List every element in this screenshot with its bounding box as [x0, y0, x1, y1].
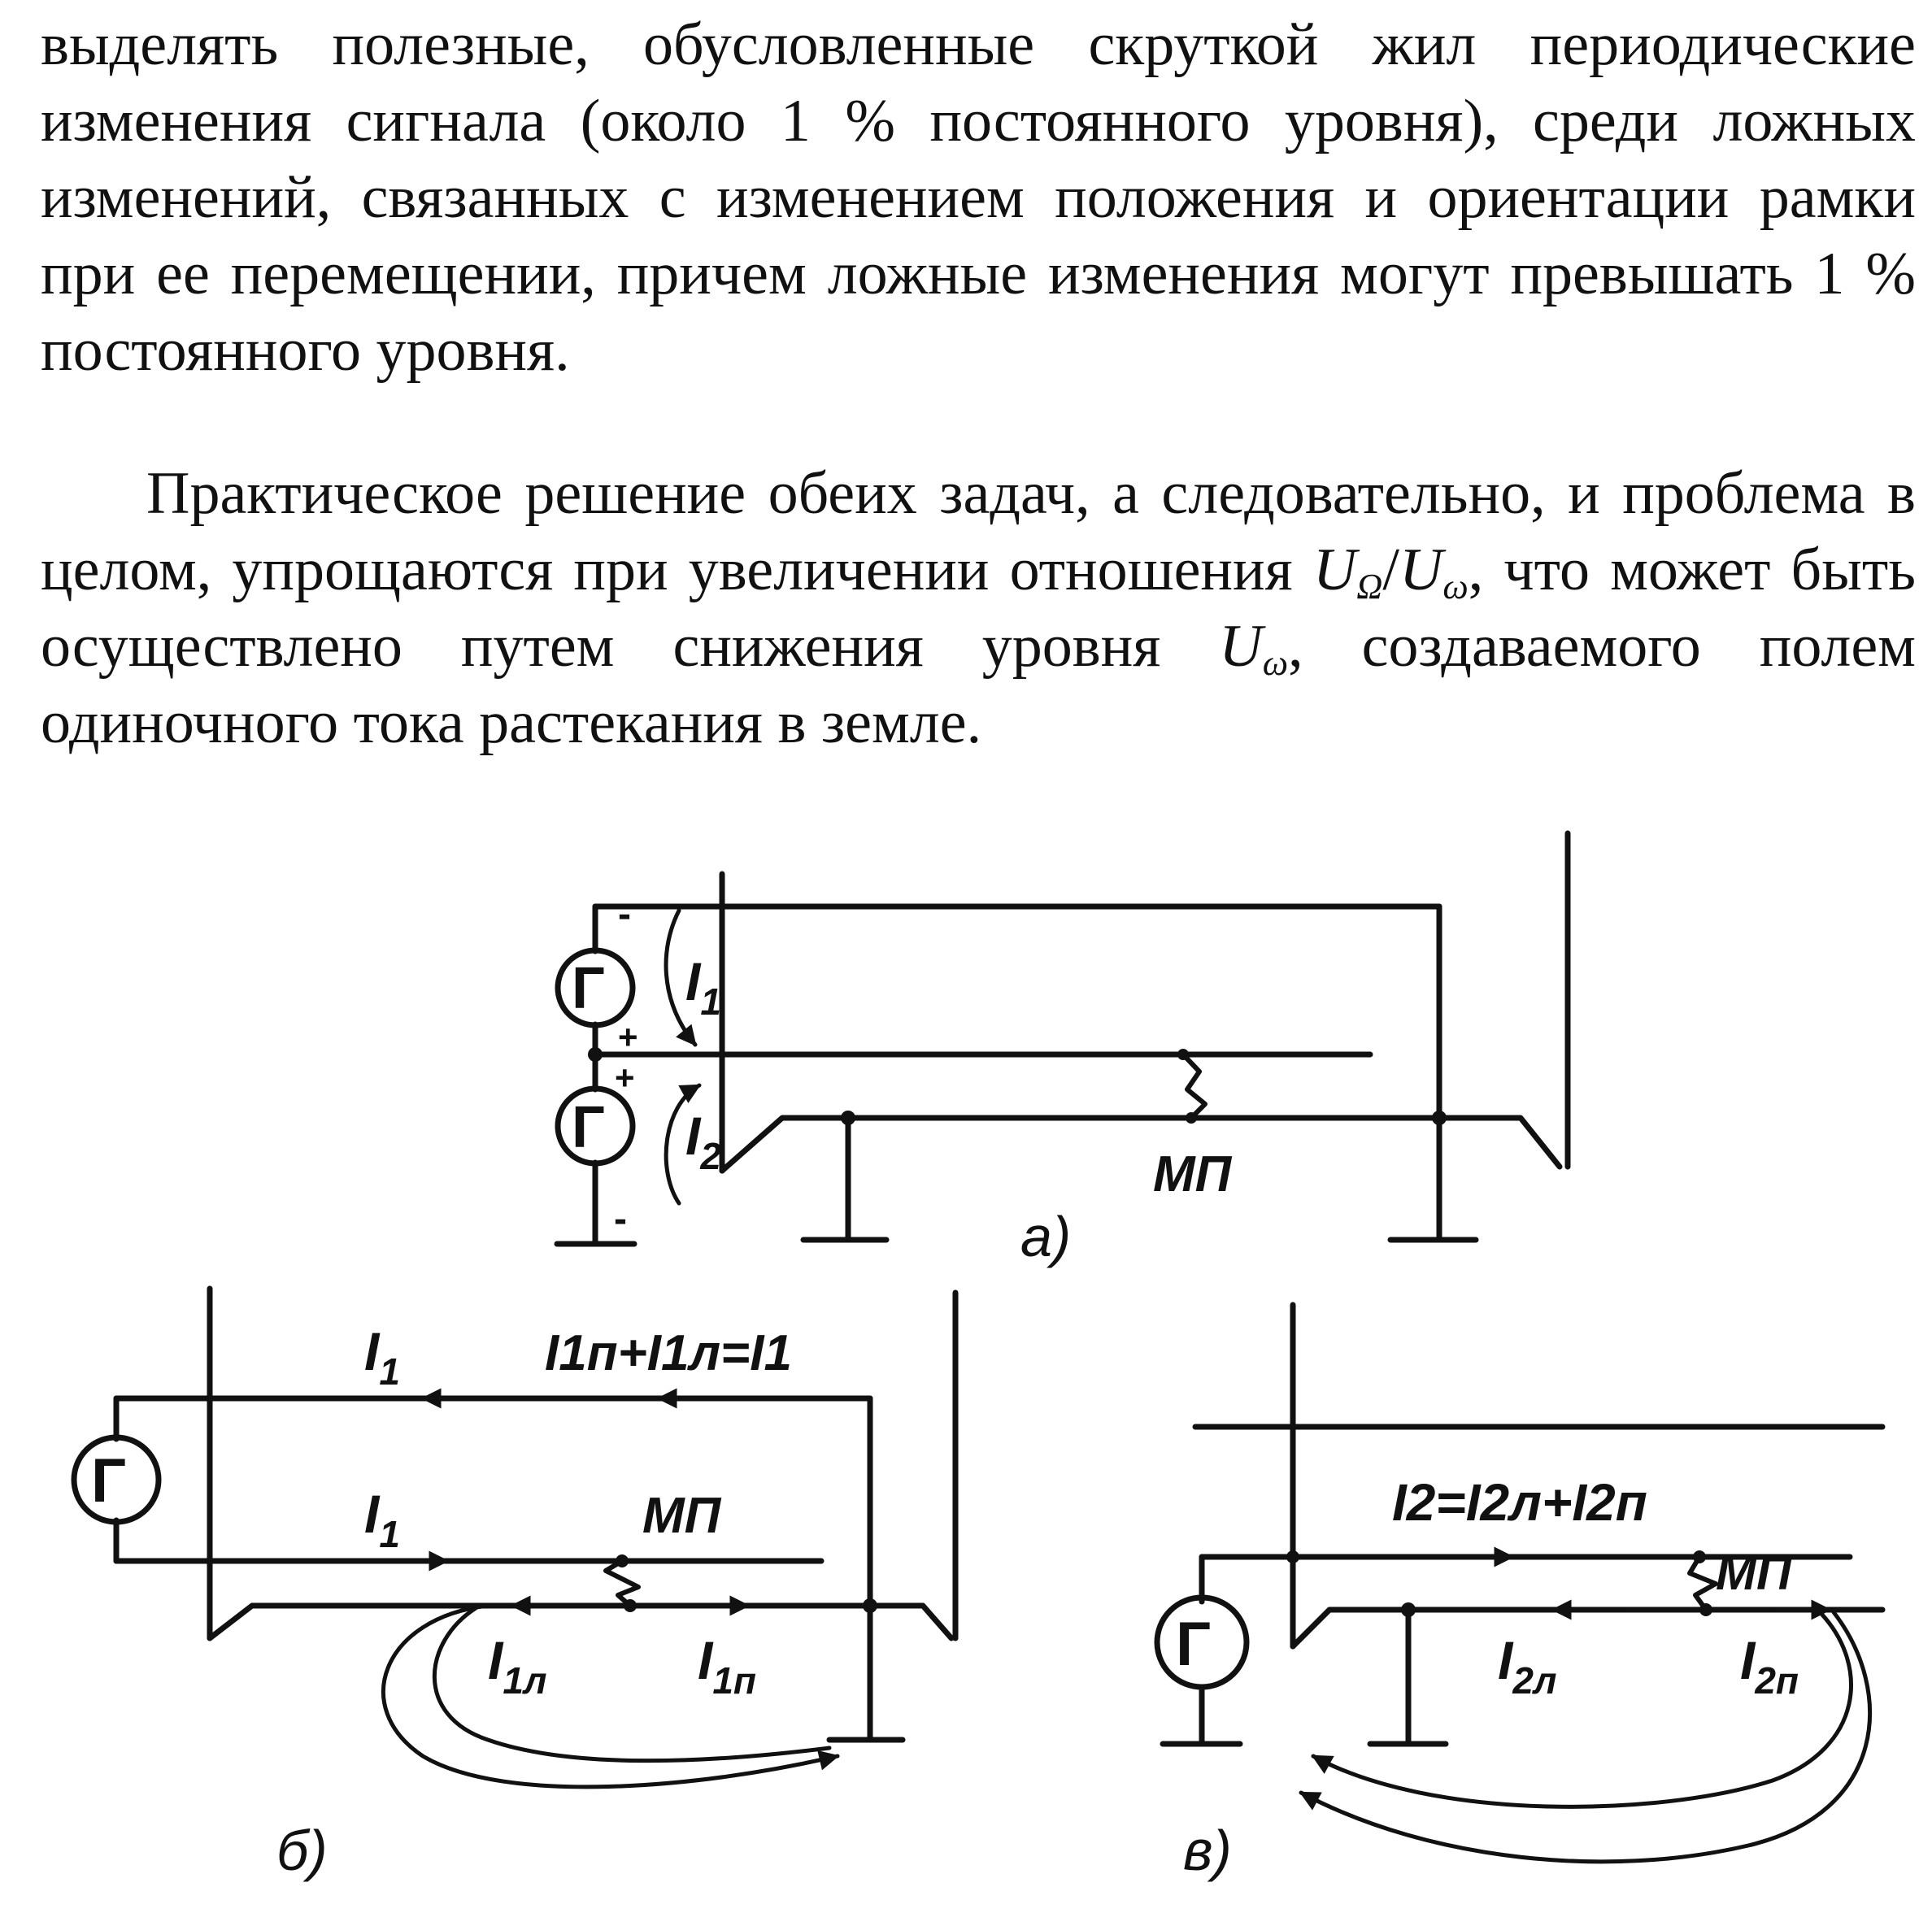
- paragraph-1: выделять полезные, обусловленные скрутко…: [41, 11, 1916, 384]
- fig-b-generator: [71, 1434, 162, 1525]
- fig-b-caption: б): [276, 1819, 328, 1882]
- fig-c-caption: в): [1183, 1819, 1232, 1882]
- ratio-denominator: Uω: [1399, 537, 1469, 604]
- fig-a-gen-lower-label: Г: [572, 1095, 605, 1160]
- fig-a-plus-mid2: +: [615, 1059, 635, 1097]
- fig-c-label-bottom-left: I2л: [1498, 1630, 1557, 1702]
- fig-c-sheath: [1290, 1606, 1886, 1650]
- fig-b-fault-zigzag: [603, 1559, 641, 1608]
- paragraph-2-part-a: Практическое решение обеих задач, а след…: [41, 460, 1916, 603]
- fig-b-loop-inner: [432, 1606, 832, 1763]
- fig-a-label-i2: I2: [685, 1106, 721, 1177]
- fig-b-label-top-left: I1: [364, 1321, 400, 1393]
- fig-b-loop-outer: [381, 1603, 840, 1789]
- fig-a-node-fault-bottom: [1186, 1112, 1197, 1124]
- figure-a-labels: Г Г - + + - I1 I2 МП а): [572, 893, 1233, 1268]
- figure-a: [554, 830, 1571, 1247]
- fig-c-fault-zigzag: [1687, 1554, 1718, 1612]
- fig-a-minus-bottom: -: [614, 1198, 627, 1241]
- fig-c-node-fault-top: [1693, 1550, 1706, 1563]
- fig-b-label-top-eq: I1п+I1л=I1: [545, 1325, 792, 1381]
- fig-a-node-ground2: [1432, 1111, 1447, 1125]
- fig-b-label-bottom-left: I1л: [488, 1630, 547, 1702]
- fig-a-node-gen: [588, 1047, 603, 1062]
- var-u: U: [1312, 537, 1357, 603]
- paragraph-2-part-b: , что может быть осуществлено путем сниж…: [41, 537, 1916, 680]
- sub-omega-small: ω: [1262, 642, 1289, 684]
- fig-b-label-fault: МП: [642, 1488, 722, 1544]
- fig-c-label-fault: МП: [1716, 1546, 1793, 1600]
- fig-c-loop-inner: [1311, 1611, 1853, 1809]
- figure-b: [71, 1285, 959, 1789]
- fig-a-node-ground1: [841, 1111, 855, 1125]
- var-u: U: [1399, 537, 1443, 603]
- fig-c-label-bottom-right: I2п: [1740, 1630, 1799, 1702]
- fig-a-caption: а): [1020, 1205, 1071, 1268]
- fig-a-node-fault-top: [1177, 1049, 1189, 1060]
- fig-a-fault-zigzag: [1181, 1052, 1208, 1120]
- figure-b-labels: Г I1 I1п+I1л=I1 I1 МП I1л I1п б): [91, 1321, 792, 1882]
- fig-c-loop-outer: [1299, 1610, 1872, 1864]
- figure-c: [1154, 1302, 1886, 1864]
- ratio-slash: /: [1382, 537, 1399, 603]
- fig-c-node-left: [1286, 1550, 1299, 1563]
- figure-c-labels: Г I2=I2л+I2п МП I2л I2п в): [1176, 1473, 1799, 1882]
- fig-b-node-right: [863, 1598, 877, 1613]
- fig-c-label-top-eq: I2=I2л+I2п: [1392, 1473, 1647, 1532]
- fig-b-label-mid: I1: [364, 1484, 400, 1555]
- fig-c-gen-label: Г: [1176, 1610, 1211, 1679]
- fig-a-label-fault: МП: [1153, 1146, 1233, 1202]
- fig-a-arrow-i2: [664, 1083, 702, 1206]
- fig-b-label-bottom-right: I1п: [698, 1630, 756, 1702]
- fig-a-generator-lower: [555, 1085, 636, 1167]
- sub-omega-capital: Ω: [1356, 566, 1383, 607]
- ratio-numerator: UΩ: [1312, 537, 1383, 604]
- fig-c-node-ground: [1401, 1602, 1416, 1617]
- paragraph-2: Практическое решение обеих задач, а след…: [41, 455, 1916, 761]
- fig-a-sheath: [719, 1115, 1563, 1174]
- fig-b-sheath: [207, 1602, 955, 1641]
- fig-a-generator-upper: [555, 947, 636, 1028]
- fig-a-minus-top: -: [618, 893, 631, 936]
- figure-c-dots: [1286, 1550, 1712, 1617]
- paragraph-2-part-c: , создаваемого полем одиночного тока рас…: [41, 613, 1916, 756]
- var-u: U: [1219, 613, 1263, 680]
- fig-a-plus-mid1: +: [618, 1018, 638, 1056]
- fig-a-label-i1: I1: [685, 951, 721, 1023]
- level-u-omega: Uω: [1219, 613, 1288, 680]
- fig-a-arrow-i1: [664, 908, 698, 1047]
- fig-b-gen-label: Г: [91, 1446, 126, 1515]
- figure-a-dots: [588, 1047, 1447, 1125]
- figure-b-dots: [616, 1554, 877, 1613]
- fig-c-node-fault-bottom: [1699, 1603, 1712, 1616]
- fig-b-node-fault-top: [616, 1554, 629, 1567]
- fig-b-node-fault-bottom: [624, 1599, 637, 1612]
- sub-omega-small: ω: [1442, 566, 1469, 607]
- fig-a-gen-upper-label: Г: [572, 956, 605, 1021]
